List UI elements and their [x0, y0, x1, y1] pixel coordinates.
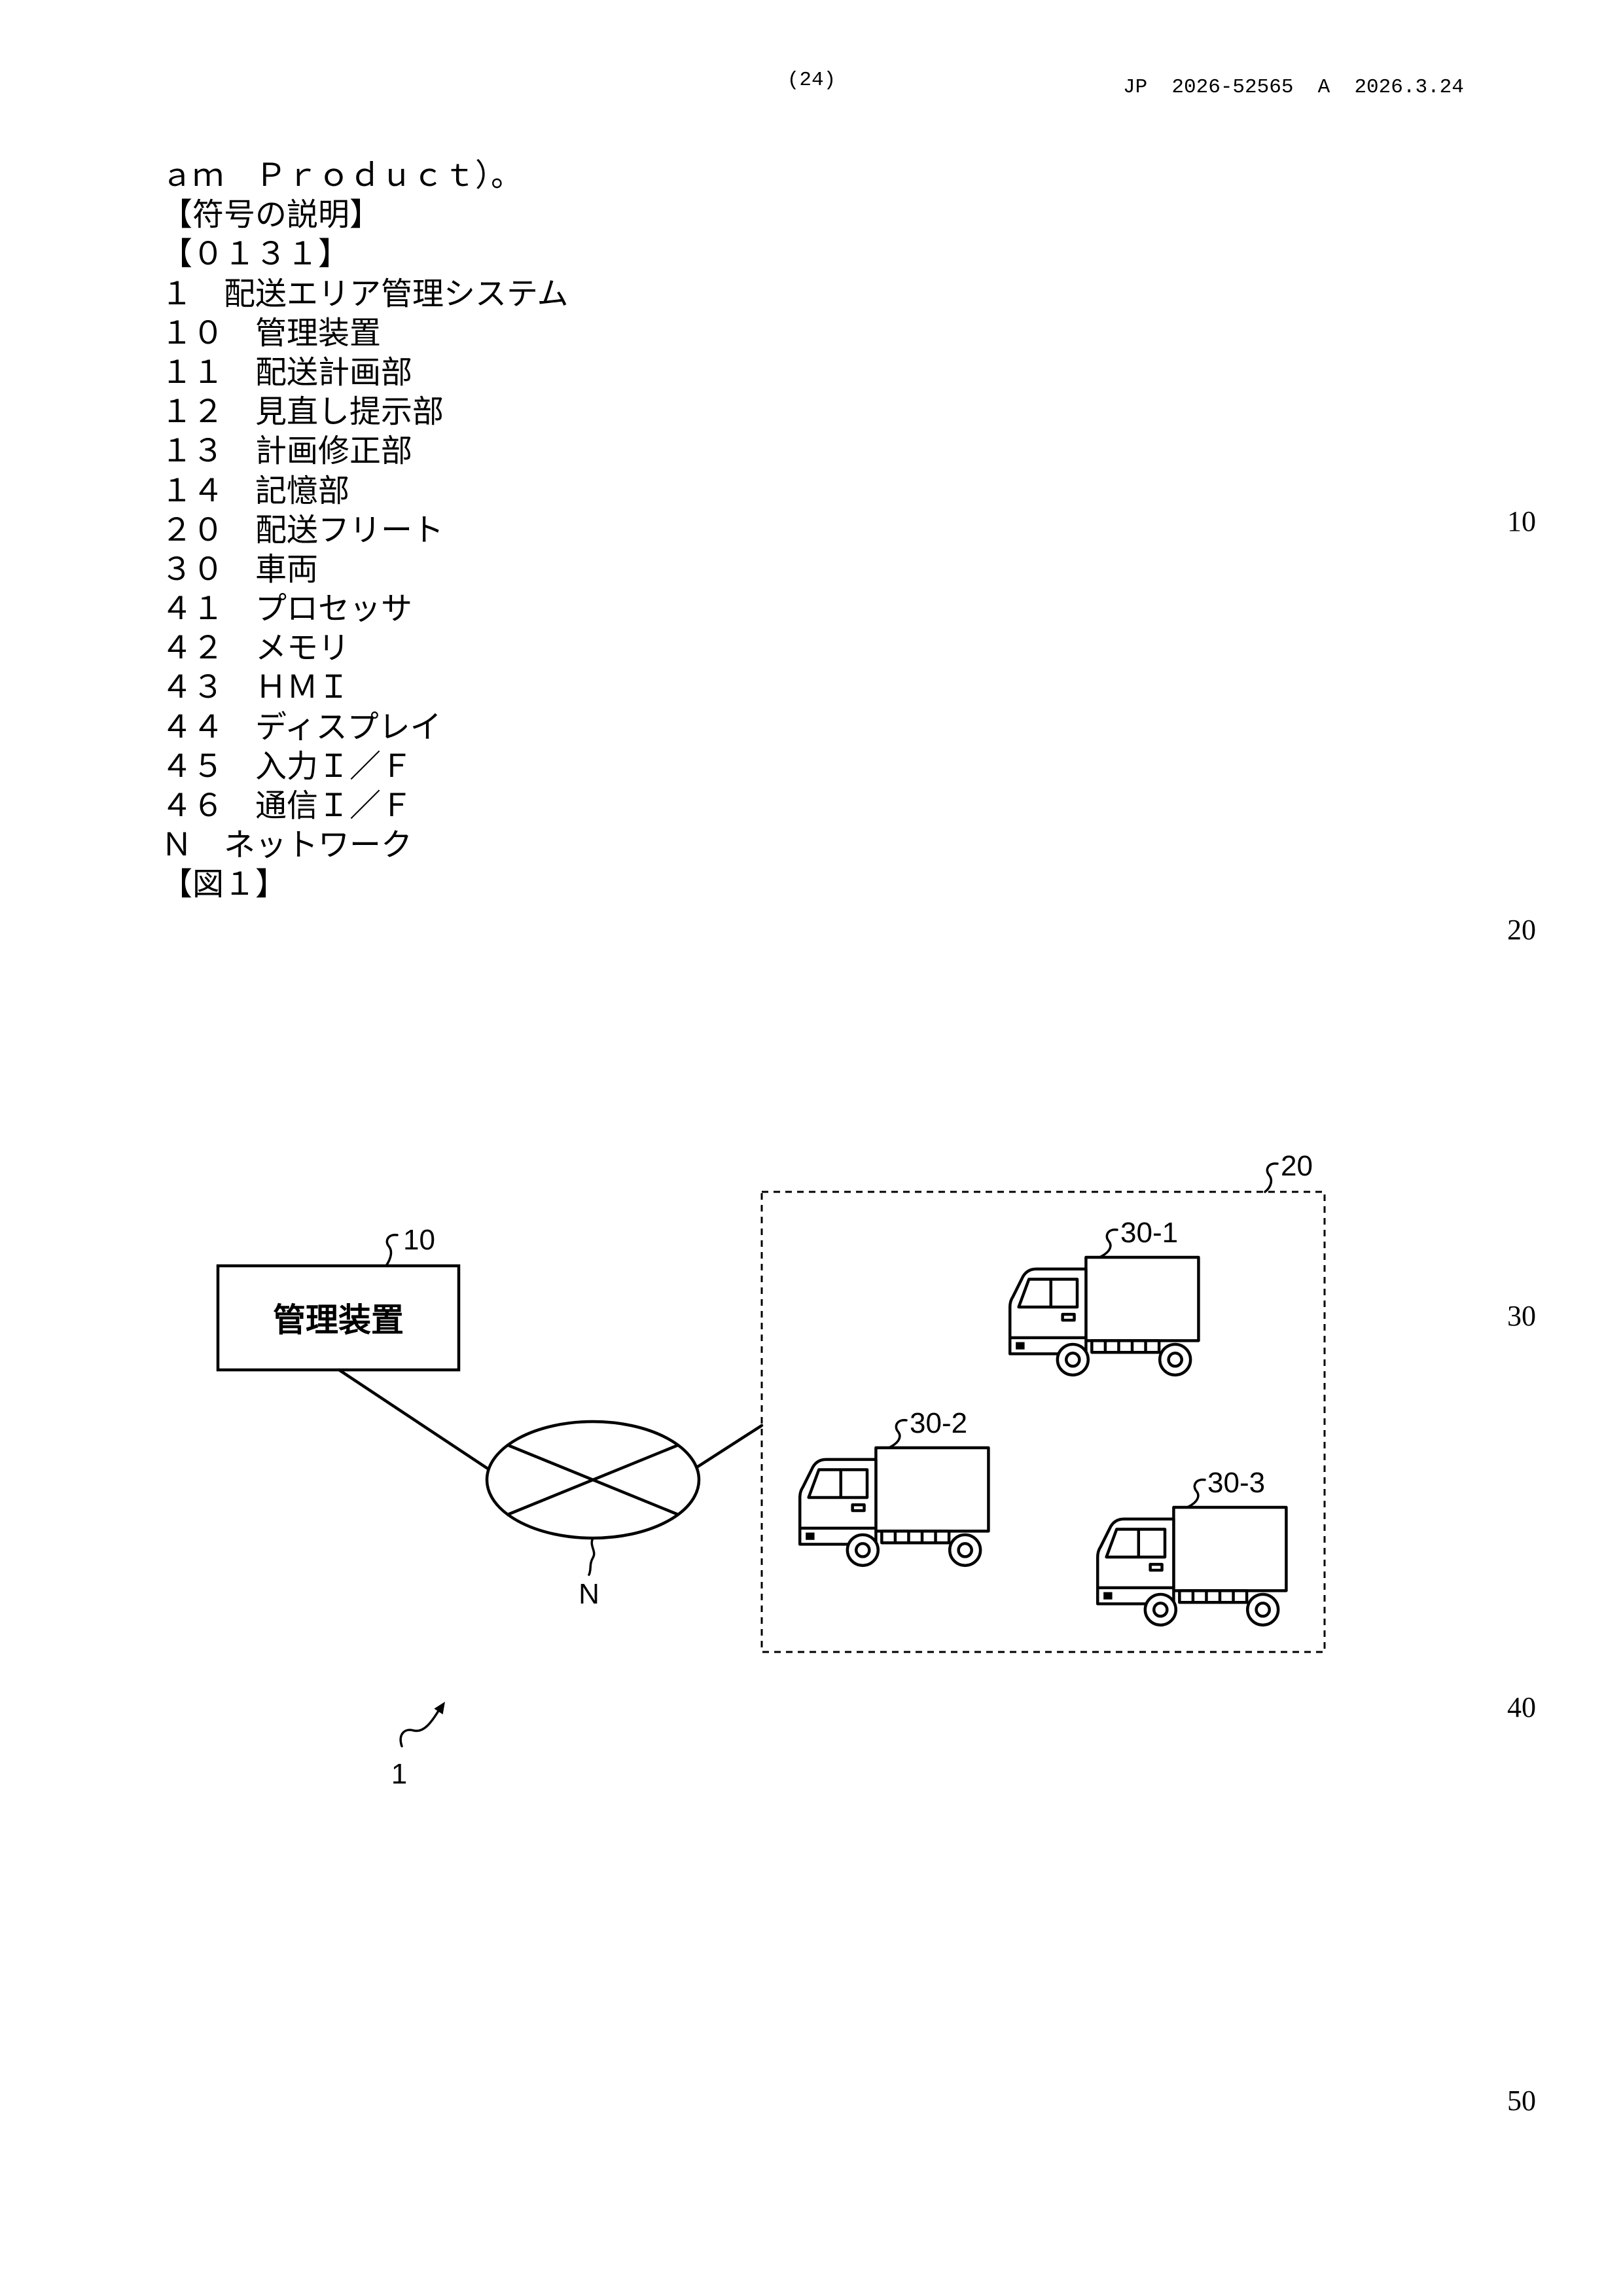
rear-wheel-hub: [1169, 1353, 1182, 1366]
ref-label-network: N: [579, 1578, 599, 1610]
cab-window: [1019, 1280, 1077, 1307]
door-handle: [1150, 1564, 1162, 1570]
ref-label-delivery-fleet: 20: [1281, 1150, 1313, 1182]
truck-icon: [1010, 1257, 1198, 1375]
management-device-label: 管理装置: [273, 1302, 404, 1338]
front-wheel-hub: [1154, 1603, 1167, 1616]
ref-label-system: 1: [391, 1758, 407, 1790]
leader-line-30-1: [1099, 1230, 1117, 1257]
cab-window: [809, 1470, 867, 1498]
ref-label-vehicle-30-3: 30-3: [1207, 1467, 1265, 1499]
rear-wheel-hub: [1257, 1603, 1270, 1616]
link-network-to-fleet: [698, 1426, 762, 1467]
chassis: [882, 1531, 949, 1543]
leader-line-30-2: [889, 1420, 906, 1448]
rear-wheel-hub: [959, 1543, 972, 1556]
truck-icon: [1097, 1507, 1286, 1625]
headlight: [1016, 1342, 1024, 1350]
system-pointer-arrow: [401, 1711, 438, 1746]
headlight: [806, 1533, 814, 1540]
leader-line-n: [589, 1538, 594, 1575]
front-wheel-hub: [856, 1543, 869, 1556]
front-wheel-hub: [1066, 1353, 1079, 1366]
truck-icon: [800, 1448, 988, 1566]
ref-label-vehicle-30-1: 30-1: [1120, 1217, 1178, 1249]
arrowhead-icon: [434, 1702, 445, 1714]
leader-line-10: [386, 1235, 397, 1266]
door-handle: [853, 1505, 865, 1511]
cargo-box: [876, 1448, 988, 1531]
ref-label-management-device: 10: [403, 1224, 435, 1256]
leader-line-20: [1265, 1164, 1277, 1192]
headlight: [1103, 1592, 1112, 1600]
cargo-box: [1086, 1257, 1198, 1340]
ref-label-vehicle-30-2: 30-2: [910, 1407, 967, 1439]
cargo-box: [1173, 1507, 1286, 1590]
chassis: [1179, 1590, 1247, 1602]
door-handle: [1063, 1314, 1075, 1320]
cab-window: [1107, 1530, 1165, 1557]
link-device-to-network: [339, 1370, 489, 1469]
leader-line-30-3: [1187, 1480, 1205, 1507]
chassis: [1092, 1340, 1159, 1352]
